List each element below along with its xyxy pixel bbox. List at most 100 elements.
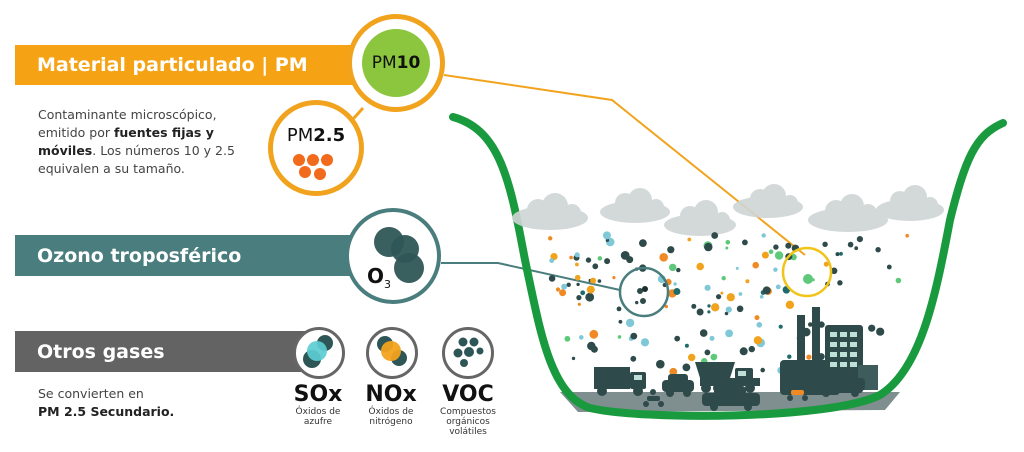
particle — [625, 318, 635, 328]
particle — [691, 303, 697, 309]
particle — [756, 322, 763, 328]
particle — [711, 232, 719, 239]
particle — [559, 289, 567, 297]
particle — [720, 291, 724, 295]
cloud — [600, 188, 670, 223]
particle — [574, 252, 580, 258]
particle — [674, 335, 681, 342]
particle — [768, 249, 774, 254]
pm-desc-bold: fuentes fijas y — [113, 125, 214, 140]
sox-label: SOx Óxidos de azufre — [278, 383, 358, 428]
pm-description: Contaminante microscópico, emitido por f… — [38, 106, 235, 178]
particle — [830, 267, 838, 275]
particle — [704, 242, 713, 252]
other-gases-section-title: Otros gases — [37, 340, 165, 363]
particle — [762, 286, 771, 295]
particle — [635, 300, 639, 305]
ozone-zoom-circle — [618, 266, 670, 318]
sox-circle — [293, 327, 345, 379]
ozone-symbol-subscript: 3 — [384, 278, 392, 291]
nox-name-line: Óxidos de — [368, 407, 414, 417]
particle — [721, 276, 726, 281]
particle — [761, 233, 766, 238]
particle — [868, 324, 876, 332]
particle — [785, 242, 792, 249]
ozone-section-title: Ozono troposférico — [37, 244, 242, 267]
particle — [847, 241, 854, 248]
particle — [589, 329, 599, 339]
particle — [773, 267, 778, 272]
particle — [616, 306, 622, 312]
particle — [571, 356, 576, 361]
particle — [669, 263, 677, 272]
particle — [875, 247, 881, 253]
particle — [707, 310, 711, 314]
particle — [576, 295, 582, 301]
pm10-prefix: PM — [371, 53, 397, 73]
nox-circle — [366, 327, 418, 379]
particle — [854, 246, 859, 251]
nox-name-line: nitrógeno — [369, 417, 413, 427]
nox-symbol: NOx — [365, 382, 417, 407]
particle — [803, 274, 813, 284]
particle — [808, 322, 813, 327]
other-gases-description: Se convierten en PM 2.5 Secundario. — [38, 385, 174, 421]
sox-name-line: Óxidos de — [295, 407, 341, 417]
particle — [696, 308, 704, 316]
particle — [574, 274, 581, 281]
cloud — [512, 193, 588, 230]
particle — [876, 327, 885, 336]
particle — [676, 267, 681, 273]
ozone-section-header: Ozono troposférico — [15, 235, 355, 276]
particle — [569, 255, 573, 260]
particle — [667, 246, 675, 254]
motorcycle-icon — [643, 389, 664, 407]
pm25-label: PM2.5 — [273, 125, 359, 146]
particle — [704, 349, 711, 356]
particle — [742, 239, 748, 246]
particle — [561, 283, 567, 290]
particle — [549, 258, 555, 263]
particle — [612, 276, 616, 280]
pm10-zoom-circle — [781, 246, 833, 298]
particle — [630, 355, 637, 362]
particle — [618, 319, 623, 324]
particle — [839, 251, 843, 256]
particle — [639, 239, 647, 248]
particle — [590, 277, 597, 284]
nox-molecule-icon — [377, 336, 407, 366]
voc-molecule-icon — [453, 337, 484, 367]
car-icon — [815, 371, 865, 397]
particle — [711, 303, 720, 312]
motorcycle-icon — [787, 383, 808, 401]
pm25-circle: PM2.5 — [268, 100, 364, 196]
pm-section-header: Material particulado | PM — [15, 45, 355, 85]
particle — [775, 284, 781, 290]
car-icon — [702, 386, 760, 411]
particle — [579, 335, 584, 340]
particle — [716, 294, 722, 300]
particle — [664, 304, 668, 309]
pm-desc-line: . Los números 10 y 2.5 — [92, 143, 235, 158]
basin-outline — [449, 113, 1007, 420]
particle — [564, 335, 571, 342]
particle — [725, 329, 733, 338]
particle — [604, 258, 611, 265]
voc-name-line: Compuestos — [440, 407, 496, 417]
pm-desc-bold: móviles — [38, 143, 93, 158]
particle — [822, 241, 828, 247]
particle — [682, 363, 691, 372]
ozone-circle: O3 — [345, 208, 441, 304]
particle — [592, 263, 599, 270]
particle — [580, 290, 586, 296]
particle — [725, 240, 731, 245]
particle — [774, 251, 784, 260]
particle — [590, 345, 598, 353]
particle — [669, 367, 678, 376]
particle — [673, 282, 677, 286]
particle — [620, 251, 630, 260]
particle — [640, 338, 650, 347]
particle — [785, 300, 795, 309]
truck-icon — [594, 367, 646, 396]
